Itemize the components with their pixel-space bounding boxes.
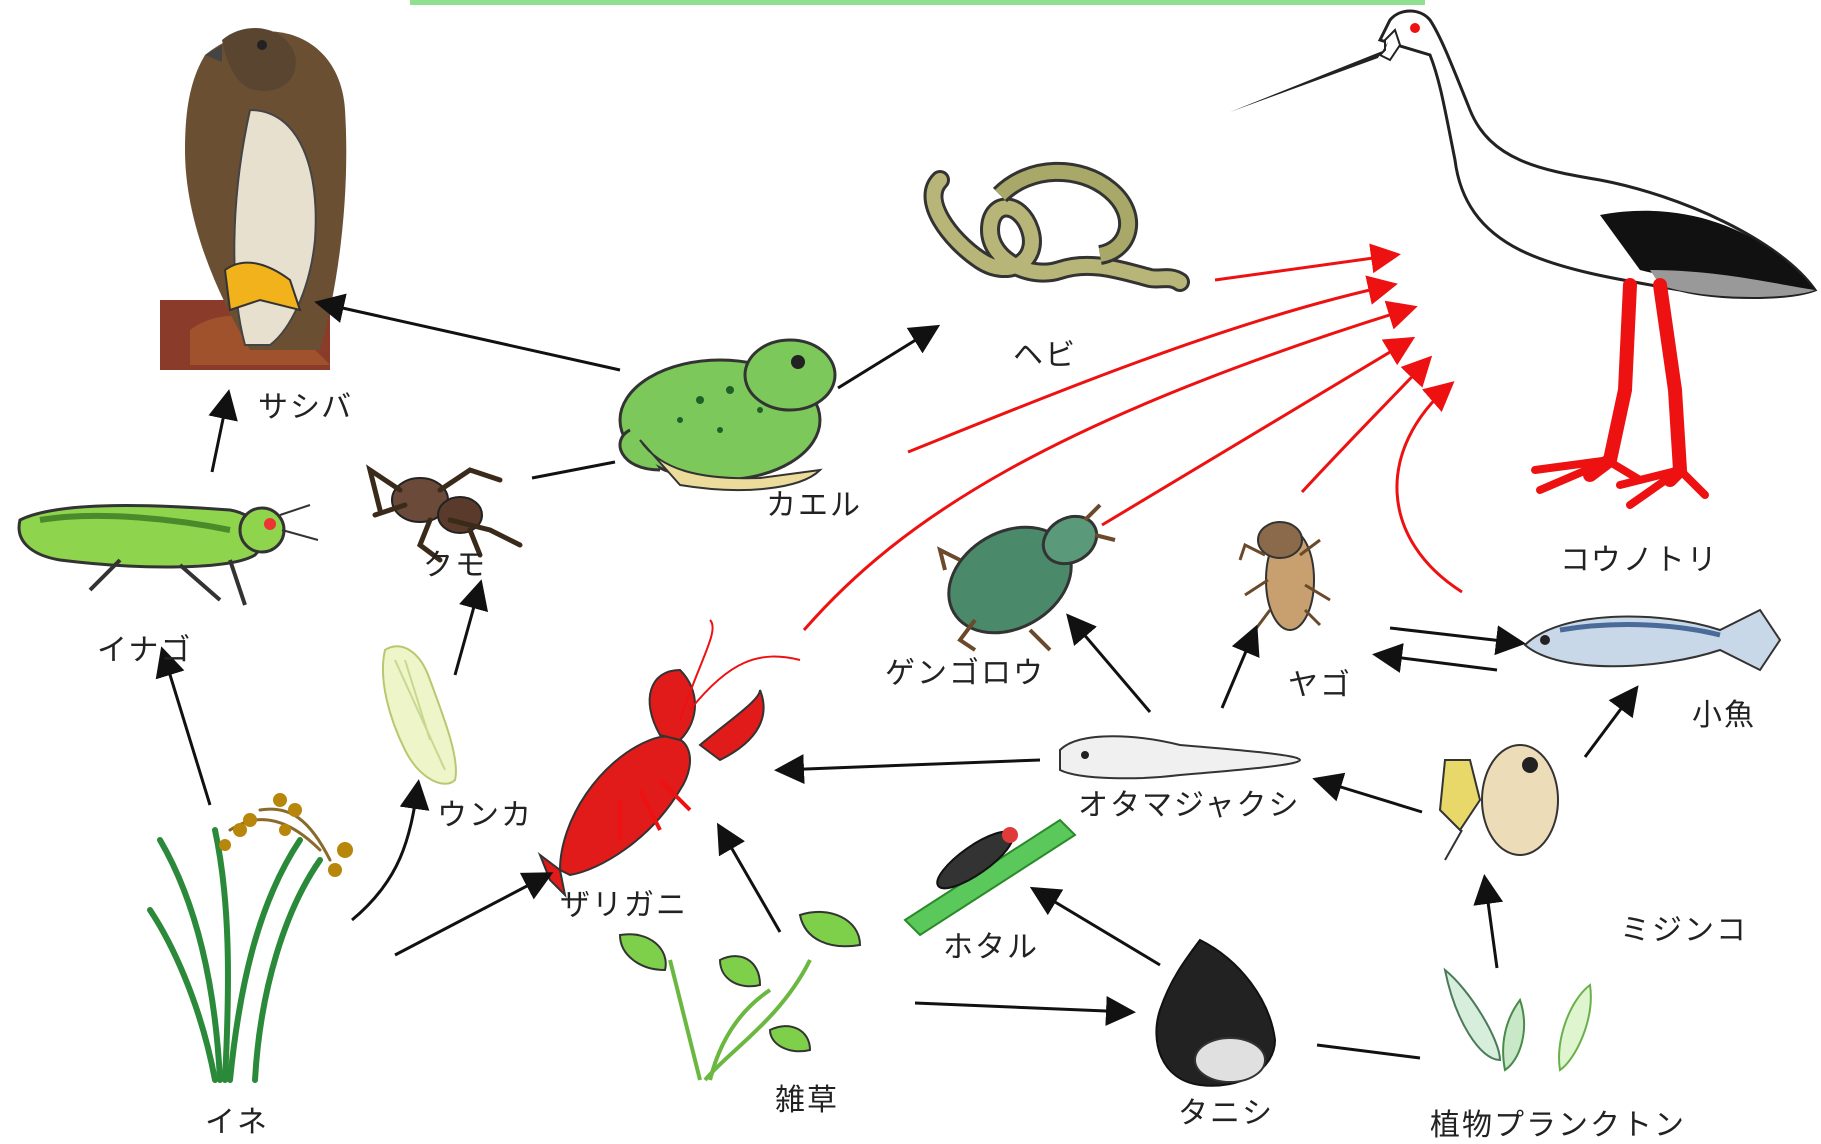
arrow-otama-to-gengorou bbox=[1070, 618, 1150, 712]
arrow-otama-to-zarigani bbox=[780, 760, 1040, 770]
red-arrow-kaeru-to-kounotori bbox=[908, 285, 1392, 452]
arrow-mijinko-to-otama bbox=[1318, 780, 1422, 812]
label-sashiba: サシバ bbox=[258, 382, 353, 426]
water-flea-illustration bbox=[1440, 745, 1558, 860]
frog-illustration bbox=[620, 340, 835, 490]
snake-illustration bbox=[934, 172, 1180, 282]
hawk-illustration bbox=[160, 28, 346, 370]
dragonfly-nymph-illustration bbox=[1240, 522, 1330, 630]
grasshopper-illustration bbox=[19, 505, 318, 605]
firefly-illustration bbox=[905, 820, 1075, 935]
leafhopper-illustration bbox=[383, 646, 456, 784]
arrow-ine-to-unka bbox=[352, 785, 418, 920]
line-tanishi-to-plankton bbox=[1317, 1045, 1420, 1058]
arrow-ine-to-inago bbox=[163, 652, 210, 805]
arrow-inago-to-sashiba bbox=[212, 395, 228, 472]
arrow-tanishi-to-hotaru bbox=[1035, 890, 1160, 965]
label-kozakana: 小魚 bbox=[1692, 690, 1756, 734]
red-arrow-gengorou-to-kounotori bbox=[1102, 340, 1410, 525]
arrow-plankton-to-mijinko bbox=[1485, 880, 1497, 968]
diving-beetle-illustration bbox=[930, 505, 1115, 654]
label-gengorou: ゲンゴロウ bbox=[885, 648, 1045, 692]
arrow-unka-to-kumo bbox=[455, 585, 480, 675]
red-arrow-zarigani-to-kounotori bbox=[804, 308, 1412, 630]
arrow-kaeru-to-hebi bbox=[838, 328, 935, 388]
label-yago: ヤゴ bbox=[1288, 660, 1352, 704]
red-arrow-yago-to-kounotori bbox=[1302, 360, 1428, 492]
label-kaeru: カエル bbox=[766, 480, 862, 524]
label-otamajakushi: オタマジャクシ bbox=[1078, 780, 1301, 824]
label-kumo: クモ bbox=[423, 540, 487, 584]
label-ine: イネ bbox=[205, 1097, 269, 1141]
label-hebi: ヘビ bbox=[1013, 330, 1077, 374]
label-inago: イナゴ bbox=[97, 625, 192, 669]
label-unka: ウンカ bbox=[437, 790, 533, 834]
label-kounotori: コウノトリ bbox=[1560, 535, 1719, 579]
rice-plant-illustration bbox=[150, 793, 353, 1080]
small-fish-illustration bbox=[1525, 610, 1780, 670]
line-kumo-to-kaeru bbox=[532, 462, 615, 478]
arrow-mijinko-to-kozakana bbox=[1585, 690, 1635, 757]
red-arrows bbox=[804, 255, 1462, 630]
snail-illustration bbox=[1156, 940, 1275, 1086]
arrow-otama-to-yago bbox=[1222, 630, 1255, 708]
arrow-ine-to-zarigani bbox=[395, 875, 548, 955]
red-arrow-hebi-to-kounotori bbox=[1215, 255, 1395, 280]
tadpole-illustration bbox=[1060, 736, 1300, 778]
stork-illustration bbox=[1230, 11, 1815, 505]
arrow-kozakana-to-yago bbox=[1378, 655, 1497, 670]
label-zarigani: ザリガニ bbox=[560, 880, 688, 924]
weed-illustration bbox=[620, 912, 860, 1080]
phytoplankton-illustration bbox=[1445, 970, 1591, 1070]
label-plankton: 植物プランクトン bbox=[1430, 1100, 1686, 1144]
crayfish-illustration bbox=[540, 620, 800, 895]
arrow-zassou-to-zarigani bbox=[720, 828, 780, 932]
label-hotaru: ホタル bbox=[943, 922, 1039, 966]
arrow-yago-to-kozakana bbox=[1390, 628, 1520, 643]
arrow-zassou-to-tanishi bbox=[915, 1003, 1130, 1012]
label-tanishi: タニシ bbox=[1178, 1088, 1274, 1132]
label-mijinko: ミジンコ bbox=[1620, 905, 1748, 949]
arrow-kaeru-to-sashiba bbox=[320, 303, 620, 370]
red-arrow-kozakana-to-kounotori bbox=[1397, 385, 1462, 592]
label-zassou: 雑草 bbox=[775, 1075, 839, 1119]
